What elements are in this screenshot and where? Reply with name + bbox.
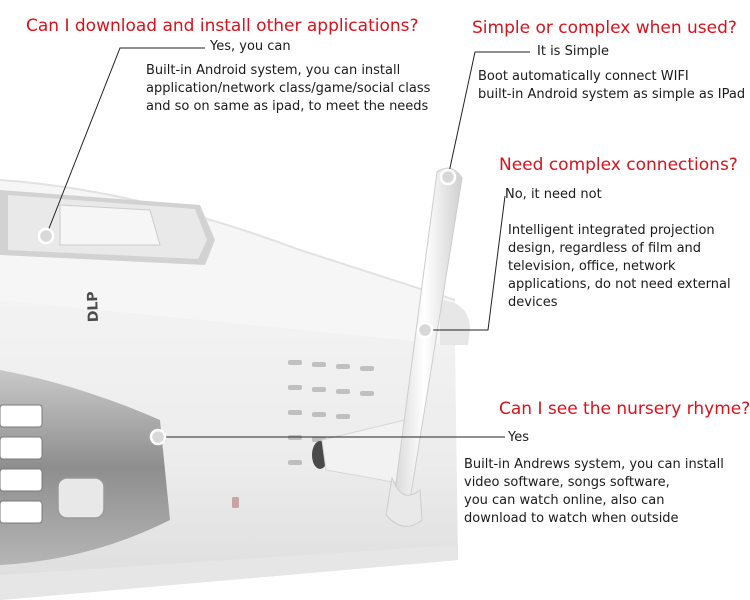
marker-dot [37, 227, 55, 245]
leader-lines [45, 47, 530, 438]
callout-question: Simple or complex when used? [472, 18, 737, 38]
callout-question: Need complex connections? [499, 155, 738, 175]
callout-question: Can I download and install other applica… [26, 16, 419, 36]
leader-line-applications [45, 47, 205, 237]
callout-question: Can I see the nursery rhyme? [499, 399, 750, 419]
callout-markers [37, 168, 457, 446]
callout-detail: Intelligent integrated projection design… [508, 223, 731, 310]
leader-line-connections [425, 195, 506, 331]
projector-body [0, 179, 470, 600]
callout-detail: Boot automatically connect WIFI built-in… [478, 69, 746, 102]
callout-answer: No, it need not [505, 187, 602, 202]
marker-dot [149, 428, 167, 446]
callout-answer: Yes, you can [210, 39, 291, 54]
marker-dot [439, 168, 457, 186]
callout-detail: Built-in Andrews system, you can install… [464, 457, 724, 526]
leader-line-simple [447, 51, 530, 178]
callout-answer: It is Simple [537, 44, 609, 59]
callout-detail: Built-in Android system, you can install… [146, 63, 431, 114]
marker-dot [416, 321, 434, 339]
brand-logo: DLP [85, 291, 102, 322]
callout-answer: Yes [508, 430, 529, 445]
